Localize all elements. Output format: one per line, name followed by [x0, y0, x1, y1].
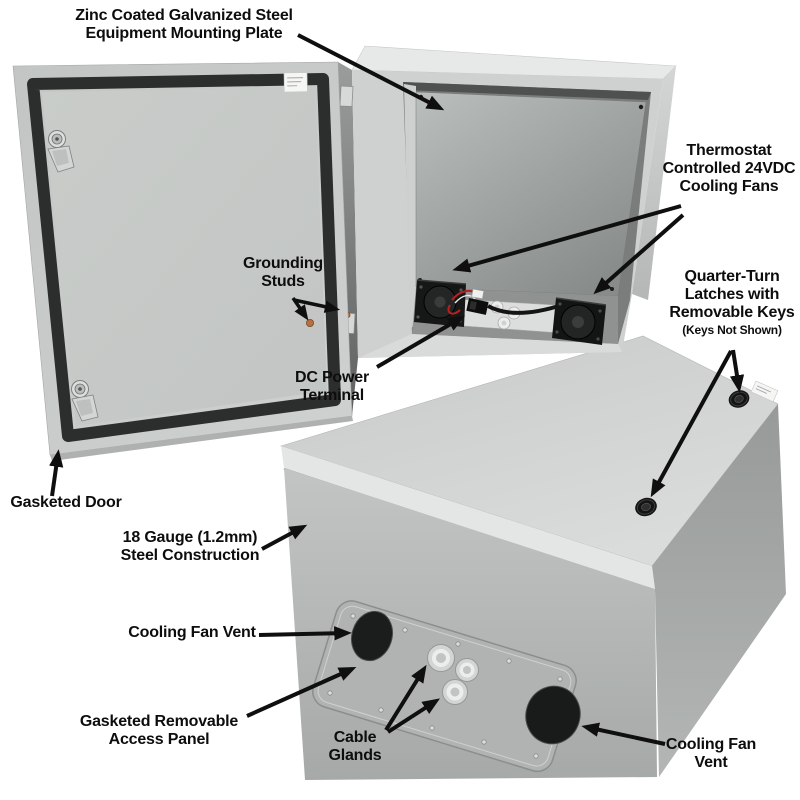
arrow-cable-gland-lower [386, 698, 441, 734]
equipment-mounting-plate [415, 91, 647, 297]
quarter-turn-latch [635, 497, 657, 517]
cable-gland [427, 644, 455, 672]
door-hinge [339, 85, 354, 108]
arrow-latch-top [729, 349, 745, 393]
arrow-access-panel [246, 667, 357, 718]
label-steel-construction: 18 Gauge (1.2mm) Steel Construction [120, 529, 260, 564]
brand-sticker [750, 380, 779, 403]
fan-vent-right [525, 685, 581, 745]
label-cooling-fans: Thermostat Controlled 24VDC Cooling Fans [662, 142, 796, 195]
access-panel [312, 600, 581, 773]
quarter-turn-latch [728, 390, 750, 408]
arrow-fan-vent-right [581, 722, 666, 746]
enclosure-right-face [652, 404, 786, 777]
label-quarter-turn-latches: Quarter-Turn Latches with Removable Keys… [669, 268, 795, 337]
label-gasketed-door: Gasketed Door [10, 494, 122, 511]
closed-enclosure [279, 335, 786, 780]
gasketed-door-open [12, 61, 353, 461]
arrow-fan-vent-left [258, 626, 352, 641]
arrow-cooling-fan-left [452, 204, 682, 273]
label-cable-glands: Cable Glands [328, 729, 382, 764]
door-gasket [27, 73, 341, 442]
arrow-grounding-stud-right [293, 298, 341, 313]
label-dc-power-terminal: DC Power Terminal [295, 369, 369, 404]
interior-top-shadow [403, 82, 651, 100]
enclosure-right-wall [632, 66, 676, 300]
panel-screws [327, 613, 563, 759]
arrow-steel-construction [261, 524, 308, 551]
fan-vent-left [351, 610, 393, 662]
dc-power-terminal [466, 298, 489, 315]
label-access-panel: Gasketed Removable Access Panel [79, 713, 239, 748]
interior-left-wall [404, 84, 416, 330]
door-bottom-edge [50, 416, 353, 461]
wire-connector [471, 288, 485, 300]
grounding-stud-door [305, 318, 314, 327]
label-fan-vent-right: Cooling Fan Vent [665, 736, 757, 771]
label-mounting-plate: Zinc Coated Galvanized Steel Equipment M… [75, 7, 293, 42]
open-enclosure [12, 45, 677, 461]
arrow-mounting-plate [297, 33, 445, 111]
label-fan-vent-left: Cooling Fan Vent [128, 624, 256, 641]
door-latch [71, 380, 99, 422]
arrow-gasketed-door [49, 449, 64, 497]
door-latch [47, 130, 75, 173]
arrow-latch-bottom [650, 350, 733, 498]
cable-gland [455, 658, 479, 682]
brand-sticker [283, 72, 308, 93]
cooling-fan [552, 297, 607, 345]
door-inner-panel [42, 87, 327, 426]
callout-arrows [49, 33, 745, 746]
arrow-cable-gland-upper [384, 664, 427, 732]
label-grounding-studs: Grounding Studs [243, 255, 323, 290]
arrow-cooling-fan-right [593, 213, 685, 295]
arrow-dc-terminal [375, 315, 466, 369]
closed-door-rim [281, 446, 655, 589]
cable-gland [442, 679, 468, 705]
